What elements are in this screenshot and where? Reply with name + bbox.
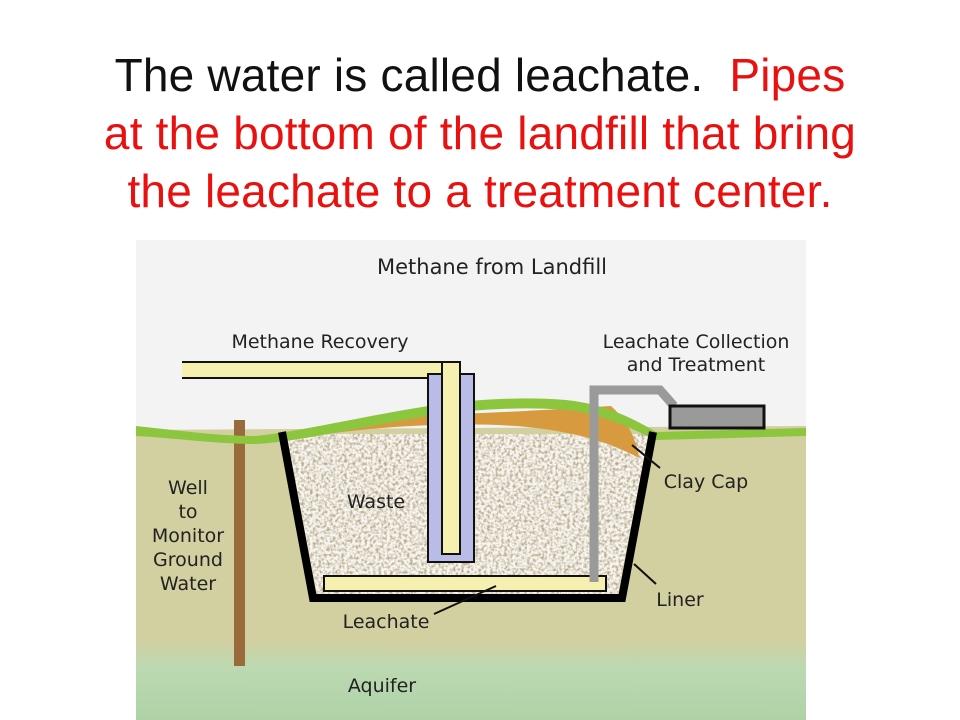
label-well-1: Well xyxy=(168,477,208,499)
treatment-facility xyxy=(668,404,766,430)
label-well-5: Water xyxy=(160,573,216,595)
heading-black-text: The water is called leachate. xyxy=(114,49,704,101)
monitoring-well xyxy=(234,420,245,666)
collection-pipe xyxy=(589,385,678,582)
leachate-pipe xyxy=(323,575,607,592)
liner-pointer xyxy=(633,563,657,585)
label-leachate-collection-1: Leachate Collection xyxy=(603,331,790,353)
clay-cap-pointer xyxy=(631,444,661,469)
label-clay-cap: Clay Cap xyxy=(664,471,748,493)
label-well-4: Ground xyxy=(153,549,223,571)
label-leachate: Leachate xyxy=(343,611,430,633)
slide-heading: The water is called leachate. Pipes at t… xyxy=(0,46,960,220)
diagram-title: Methane from Landfill xyxy=(377,255,607,279)
label-methane-recovery: Methane Recovery xyxy=(231,331,408,353)
clay-cap xyxy=(284,406,639,458)
grass-surface xyxy=(136,398,806,444)
heading-line-3: the leachate to a treatment center. xyxy=(127,165,833,217)
label-well-2: to xyxy=(178,501,197,523)
label-aquifer: Aquifer xyxy=(348,675,416,697)
methane-horizontal-pipe xyxy=(182,361,443,379)
heading-red-start: Pipes xyxy=(729,49,846,101)
label-waste: Waste xyxy=(347,491,405,513)
label-liner: Liner xyxy=(656,589,704,611)
label-leachate-collection-2: and Treatment xyxy=(627,354,765,376)
methane-inner-pipe xyxy=(441,361,461,555)
landfill-diagram-svg: Methane from Landfill Methane Recovery L… xyxy=(136,240,806,720)
heading-line-2: at the bottom of the landfill that bring xyxy=(103,107,857,159)
aquifer-layer xyxy=(136,640,806,720)
label-well-3: Monitor xyxy=(152,525,224,547)
heading-line-1: The water is called leachate. Pipes xyxy=(0,46,960,104)
landfill-diagram: Methane from Landfill Methane Recovery L… xyxy=(136,240,806,720)
leachate-pointer xyxy=(433,585,497,615)
